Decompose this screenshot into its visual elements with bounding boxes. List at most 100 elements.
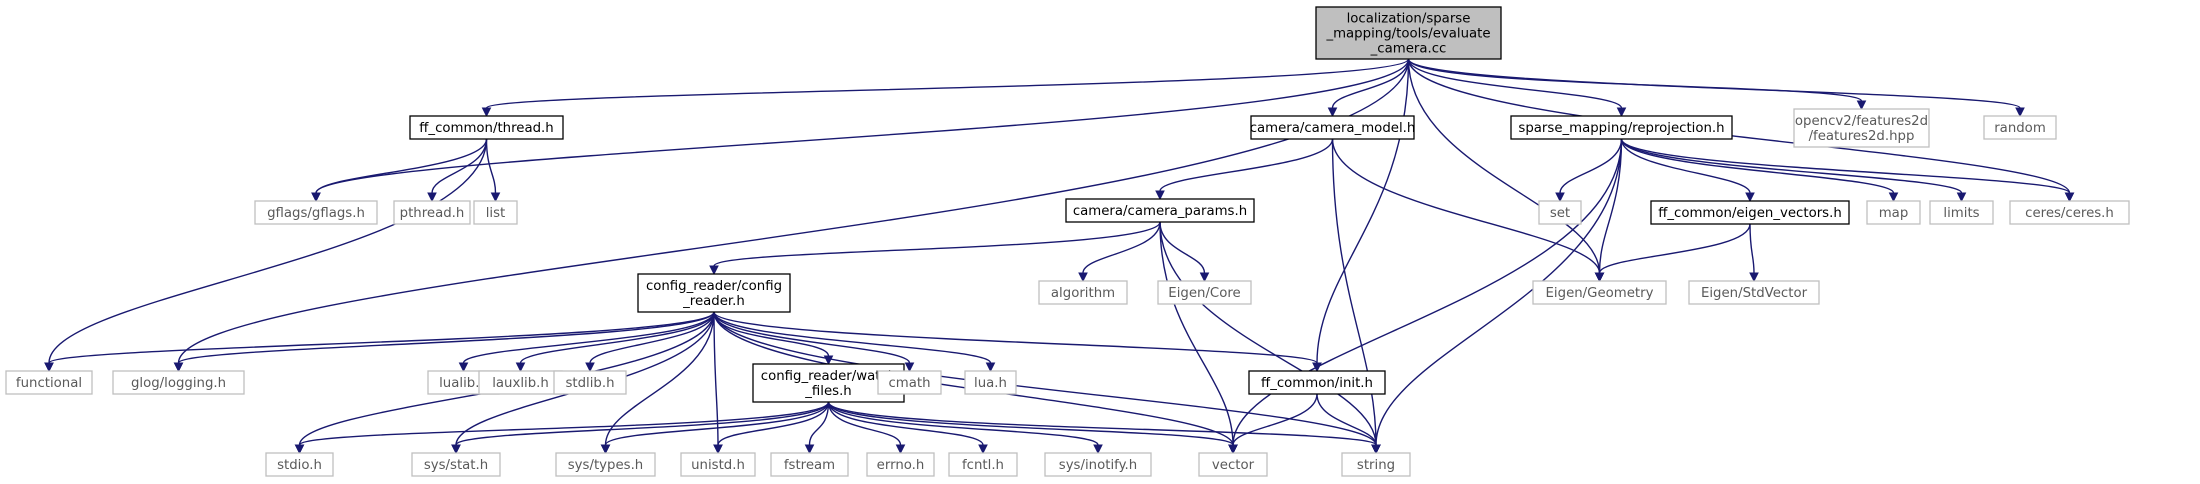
edge-line xyxy=(1620,138,1751,194)
edge-line xyxy=(1331,138,1377,446)
node-thread[interactable]: ff_common/thread.h xyxy=(409,115,564,140)
edge-arrowhead xyxy=(1327,107,1338,118)
node-label: _mapping/tools/evaluate xyxy=(1325,27,1490,42)
edge-line xyxy=(519,311,715,364)
edge-watch_files-to-vector xyxy=(827,401,1238,455)
node-camera-params[interactable]: camera/camera_params.h xyxy=(1065,198,1255,223)
edge-line xyxy=(604,311,715,446)
edge-arrowhead xyxy=(458,362,469,373)
node-stdlib: stdlib.h xyxy=(553,370,627,395)
edge-arrowhead xyxy=(1199,272,1210,283)
edge-arrowhead xyxy=(44,362,54,373)
edge-line xyxy=(485,138,497,194)
node-box xyxy=(254,200,378,225)
node-reprojection[interactable]: sparse_mapping/reprojection.h xyxy=(1510,115,1733,140)
edge-line xyxy=(298,401,830,446)
node-box xyxy=(1793,108,1930,148)
edge-line xyxy=(1749,223,1755,274)
edge-arrowhead xyxy=(904,362,915,373)
edge-root-to-random xyxy=(1407,58,2025,118)
edge-config_reader-to-stdlib xyxy=(585,311,715,373)
edge-arrowhead xyxy=(1956,192,1967,203)
edge-eigen_vectors-to-eigen_stdvector xyxy=(1749,223,1759,283)
edge-line xyxy=(827,401,984,446)
node-label: sys/types.h xyxy=(568,458,644,473)
node-label: opencv2/features2d xyxy=(1795,114,1928,129)
node-box xyxy=(1929,200,1994,225)
edge-line xyxy=(717,401,830,446)
node-label: Eigen/StdVector xyxy=(1701,286,1808,301)
node-box xyxy=(409,115,564,140)
edge-arrowhead xyxy=(1093,444,1103,455)
node-string: string xyxy=(1341,452,1411,477)
edge-arrowhead xyxy=(585,362,595,373)
edge-config_reader-to-lauxlib xyxy=(515,311,715,373)
node-label: functional xyxy=(16,376,82,391)
edge-arrowhead xyxy=(1749,272,1759,283)
node-box xyxy=(1538,200,1582,225)
node-label: camera/camera_model.h xyxy=(1250,121,1416,136)
edge-arrowhead xyxy=(2064,192,2075,203)
edge-arrowhead xyxy=(1312,362,1322,373)
edge-line xyxy=(1407,58,2071,194)
edge-arrowhead xyxy=(713,444,723,455)
edge-line xyxy=(177,311,715,364)
edge-config_reader-to-functional xyxy=(44,311,715,373)
edge-config_reader-to-unistd xyxy=(713,311,723,455)
edge-config_reader-to-cmath xyxy=(713,311,915,373)
node-box xyxy=(1250,115,1415,140)
edge-line xyxy=(713,311,1318,364)
node-root[interactable]: localization/sparse_mapping/tools/evalua… xyxy=(1315,6,1502,60)
edge-reprojection-to-eigen_vectors xyxy=(1620,138,1755,203)
node-eigen-stdvector: Eigen/StdVector xyxy=(1688,280,1820,305)
node-label: errno.h xyxy=(877,458,925,473)
edge-root-to-reprojection xyxy=(1407,58,1627,118)
edge-line xyxy=(1232,138,1623,446)
node-label: pthread.h xyxy=(400,206,465,221)
node-label: lualib.h xyxy=(439,376,488,391)
node-camera-model[interactable]: camera/camera_model.h xyxy=(1250,115,1416,140)
edge-config_reader-to-lualib xyxy=(458,311,715,373)
edge-line xyxy=(1620,138,2071,194)
node-box xyxy=(877,370,942,395)
node-label: map xyxy=(1879,206,1909,221)
node-label: _reader.h xyxy=(682,294,745,309)
node-label: set xyxy=(1550,206,1570,221)
edge-thread-to-pthread xyxy=(427,138,488,203)
node-unistd: unistd.h xyxy=(680,452,756,477)
edge-line xyxy=(1331,138,1601,274)
edge-arrowhead xyxy=(427,192,437,203)
edge-arrowhead xyxy=(515,362,526,373)
node-label: ceres/ceres.h xyxy=(2025,206,2114,221)
edge-line xyxy=(48,138,488,364)
edge-arrowhead xyxy=(1856,100,1867,111)
node-lua: lua.h xyxy=(964,370,1017,395)
edge-arrowhead xyxy=(490,192,501,203)
edge-line xyxy=(604,401,830,446)
edge-line xyxy=(455,401,830,446)
edge-camera_params-to-eigen_core xyxy=(1159,221,1210,283)
edge-arrowhead xyxy=(294,444,305,455)
node-limits: limits xyxy=(1929,200,1994,225)
edge-config_reader-to-init xyxy=(713,311,1322,373)
node-ceres: ceres/ceres.h xyxy=(2009,200,2130,225)
node-init[interactable]: ff_common/init.h xyxy=(1248,370,1386,395)
edge-watch_files-to-fcntl xyxy=(827,401,988,455)
edge-reprojection-to-set xyxy=(1555,138,1623,203)
node-box xyxy=(964,370,1017,395)
edge-arrowhead xyxy=(1228,444,1238,455)
node-label: camera/camera_params.h xyxy=(1073,204,1247,219)
edge-line xyxy=(713,311,719,446)
node-box xyxy=(680,452,756,477)
node-label: stdio.h xyxy=(277,458,322,473)
edge-line xyxy=(1598,223,1751,274)
edge-camera_params-to-config_reader xyxy=(709,221,1161,276)
edge-thread-to-list xyxy=(485,138,501,203)
edge-line xyxy=(827,401,1099,446)
node-config-reader[interactable]: config_reader/config_reader.h xyxy=(637,273,791,313)
edge-arrowhead xyxy=(173,362,184,373)
node-label: config_reader/config xyxy=(646,279,782,294)
node-eigen-vectors[interactable]: ff_common/eigen_vectors.h xyxy=(1650,200,1850,225)
edge-config_reader-to-lua xyxy=(713,311,996,373)
